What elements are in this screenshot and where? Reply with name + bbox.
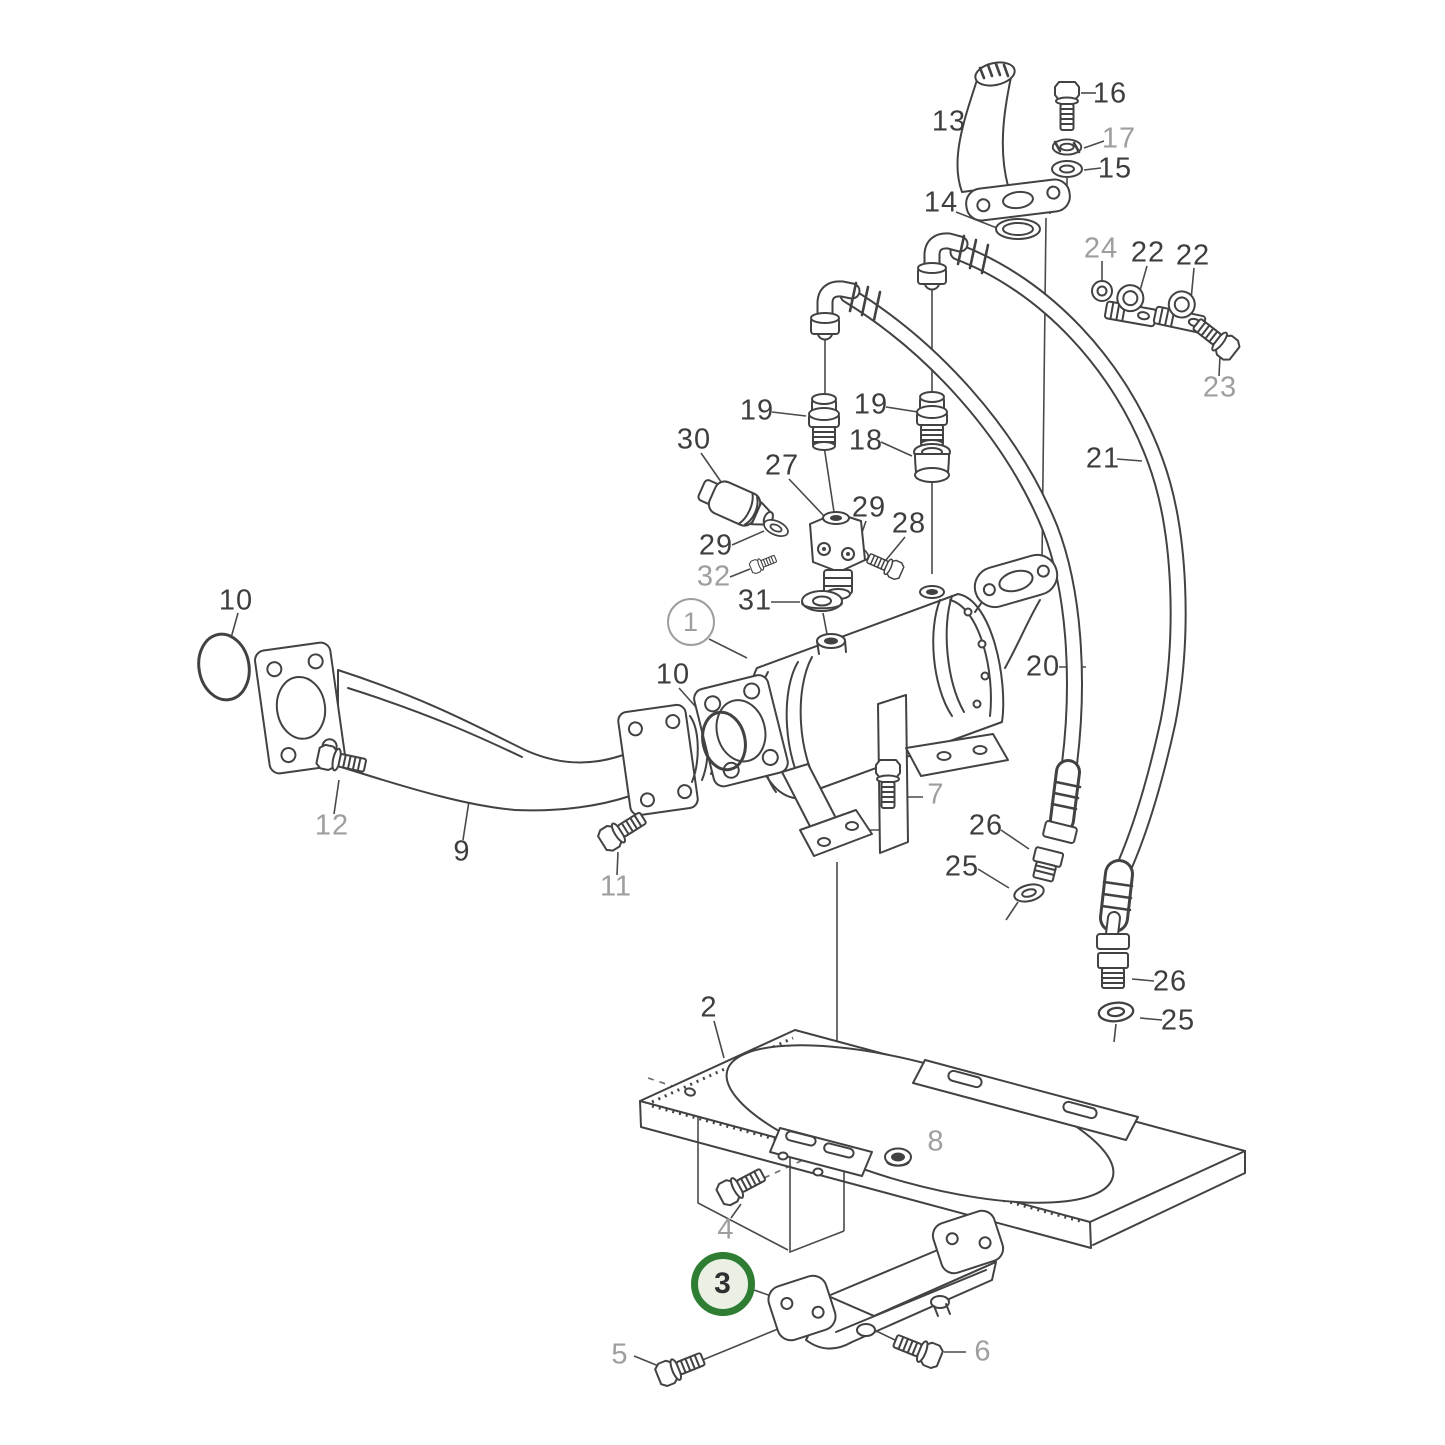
callout-13[interactable]: 13	[931, 105, 967, 138]
callout-27[interactable]: 27	[764, 449, 800, 482]
callout-12[interactable]: 12	[314, 809, 350, 842]
callout-10[interactable]: 10	[655, 658, 691, 691]
part-hose-elbow-left	[810, 280, 882, 341]
callout-22[interactable]: 22	[1175, 239, 1211, 272]
callout-16[interactable]: 16	[1092, 77, 1128, 110]
part-fitting-18	[913, 443, 951, 483]
part-gasket-14	[995, 218, 1041, 240]
part-hose-20	[839, 286, 1083, 784]
part-clamp-22a	[1103, 284, 1158, 328]
part-hose-21-end-fitting	[1096, 859, 1136, 1025]
part-exhaust-pipe-13	[956, 61, 1071, 222]
callout-26[interactable]: 26	[1152, 965, 1188, 998]
part-plug-8	[884, 1147, 912, 1167]
part-oring-10-right	[701, 710, 747, 772]
callout-31[interactable]: 31	[737, 584, 773, 617]
callout-20[interactable]: 20	[1025, 650, 1061, 683]
callout-6[interactable]: 6	[974, 1335, 992, 1368]
callout-25[interactable]: 25	[1160, 1004, 1196, 1037]
callout-30[interactable]: 30	[676, 423, 712, 456]
callout-25[interactable]: 25	[944, 850, 980, 883]
callout-18[interactable]: 18	[848, 424, 884, 457]
callout-24[interactable]: 24	[1083, 232, 1119, 265]
part-hose-21	[949, 243, 1187, 887]
part-manifold-27	[809, 511, 866, 600]
callout-14[interactable]: 14	[923, 186, 959, 219]
part-hose-elbow-right	[917, 232, 990, 291]
callout-15[interactable]: 15	[1097, 152, 1133, 185]
callout-8[interactable]: 8	[927, 1125, 945, 1158]
part-washer-17	[1051, 138, 1083, 156]
callout-29[interactable]: 29	[851, 491, 887, 524]
part-hose-20-end-fitting	[1011, 759, 1082, 906]
part-pipe-9	[254, 641, 718, 817]
part-bracket-3	[767, 1209, 1005, 1350]
callout-2[interactable]: 2	[700, 991, 718, 1024]
callout-26[interactable]: 26	[968, 809, 1004, 842]
callout-29[interactable]: 29	[698, 529, 734, 562]
part-heat-exchanger-1	[693, 553, 1059, 857]
callout-5[interactable]: 5	[611, 1338, 629, 1371]
callout-32[interactable]: 32	[696, 560, 732, 593]
callout-19[interactable]: 19	[739, 394, 775, 427]
part-oring-10-left	[197, 632, 251, 702]
callout-11[interactable]: 11	[599, 870, 633, 903]
callout-23[interactable]: 23	[1202, 371, 1238, 404]
callout-7[interactable]: 7	[927, 778, 945, 811]
callout-21[interactable]: 21	[1085, 442, 1121, 475]
callout-4[interactable]: 4	[717, 1213, 735, 1246]
callout-17[interactable]: 17	[1101, 122, 1137, 155]
callout-22[interactable]: 22	[1130, 236, 1166, 269]
callout-1[interactable]: 1	[667, 598, 715, 646]
callout-9[interactable]: 9	[453, 835, 471, 868]
part-bracket-2	[639, 1029, 1246, 1249]
part-sensor-30	[697, 479, 774, 527]
callout-3-highlighted[interactable]: 3	[691, 1252, 755, 1316]
callout-19[interactable]: 19	[853, 388, 889, 421]
callout-10[interactable]: 10	[218, 584, 254, 617]
callout-28[interactable]: 28	[891, 507, 927, 540]
part-washer-31	[801, 590, 843, 612]
part-washer-24	[1091, 280, 1113, 302]
